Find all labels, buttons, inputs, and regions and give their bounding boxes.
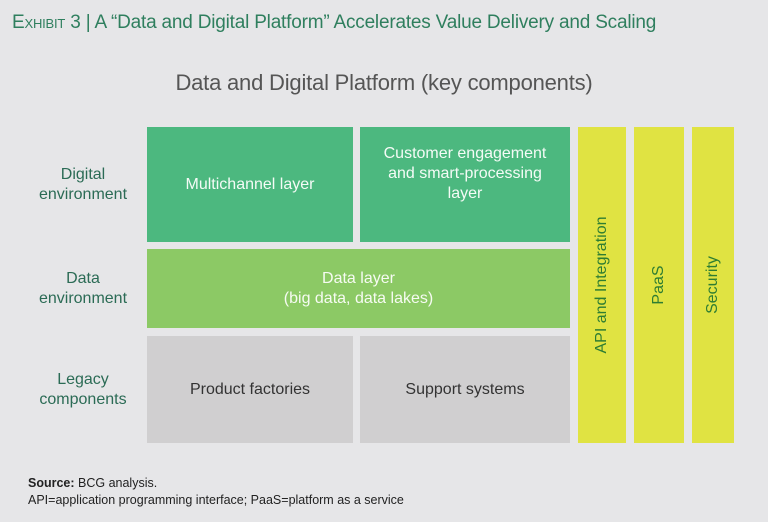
exhibit-title: Exhibit 3 | A “Data and Digital Platform… (12, 12, 656, 34)
row-label-legacy: Legacy components (0, 370, 166, 410)
row-label-line: Digital (60, 166, 106, 183)
source-note: Source: BCG analysis. (28, 476, 157, 490)
box-label: (big data, data lakes) (283, 289, 434, 307)
box-label: Support systems (405, 380, 525, 398)
source-label: Source: (28, 476, 75, 490)
exhibit-label: Exhibit 3 (12, 12, 81, 33)
bar-label: API and Integration (593, 216, 610, 354)
source-text: BCG analysis. (74, 476, 158, 490)
row-label-digital: Digital environment (0, 165, 166, 205)
bar-label: Security (704, 256, 721, 314)
multichannel-layer-box: Multichannel layer (147, 127, 353, 242)
row-label-data: Data environment (0, 269, 166, 309)
abbreviation-note: API=application programming interface; P… (28, 493, 404, 507)
support-systems-box: Support systems (360, 336, 570, 443)
box-label: and smart-processing (388, 164, 542, 182)
security-bar: Security (692, 127, 734, 443)
product-factories-box: Product factories (147, 336, 353, 443)
customer-engagement-box: Customer engagement and smart-processing… (360, 127, 570, 242)
title-separator: | (85, 12, 91, 33)
box-label: Product factories (189, 380, 311, 398)
box-label: Customer engagement (383, 144, 547, 162)
paas-bar: PaaS (634, 127, 684, 443)
row-label-line: components (39, 391, 127, 408)
row-label-line: environment (38, 186, 128, 203)
row-label-line: environment (38, 290, 128, 307)
box-label: layer (447, 184, 483, 202)
box-label: Data layer (322, 269, 395, 287)
diagram-title: Data and Digital Platform (key component… (175, 70, 593, 95)
row-label-line: Legacy (57, 371, 109, 388)
exhibit-heading: A “Data and Digital Platform” Accelerate… (94, 12, 657, 33)
bar-label: PaaS (650, 265, 667, 305)
box-label: Multichannel layer (185, 175, 315, 193)
row-label-line: Data (66, 270, 100, 287)
data-layer-box: Data layer (big data, data lakes) (147, 249, 570, 328)
api-integration-bar: API and Integration (578, 127, 626, 443)
